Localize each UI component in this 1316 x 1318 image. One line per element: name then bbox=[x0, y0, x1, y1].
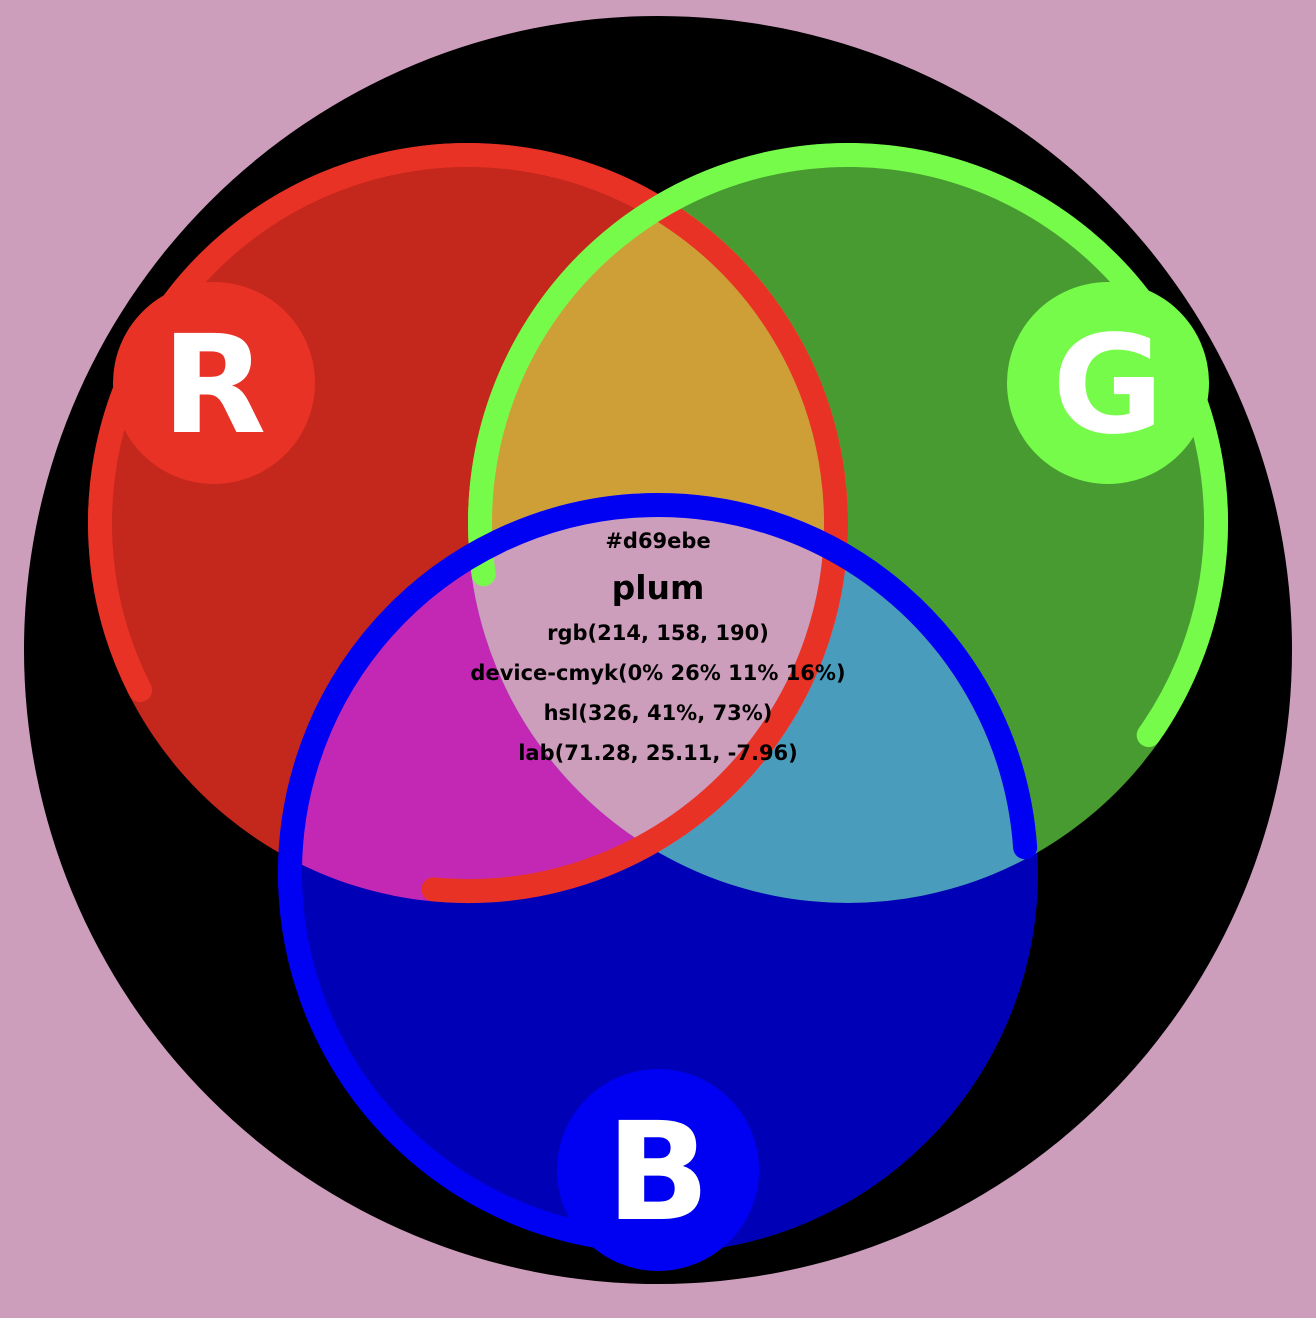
lab-value: lab(71.28, 25.11, -7.96) bbox=[518, 741, 798, 765]
blue-badge bbox=[557, 1069, 759, 1271]
green-badge-label: G bbox=[1052, 307, 1164, 465]
hex-value: #d69ebe bbox=[605, 529, 710, 553]
blue-badge-label: B bbox=[606, 1094, 710, 1252]
hsl-value: hsl(326, 41%, 73%) bbox=[544, 701, 773, 725]
green-badge bbox=[1007, 282, 1209, 484]
blue-level-arc bbox=[278, 493, 1038, 1253]
cmyk-value: device-cmyk(0% 26% 11% 16%) bbox=[470, 661, 845, 685]
red-badge bbox=[113, 282, 315, 484]
green-level-arc bbox=[468, 143, 1228, 748]
color-name: plum bbox=[612, 568, 705, 607]
red-badge-label: R bbox=[162, 307, 267, 465]
rgb-value: rgb(214, 158, 190) bbox=[547, 621, 769, 645]
